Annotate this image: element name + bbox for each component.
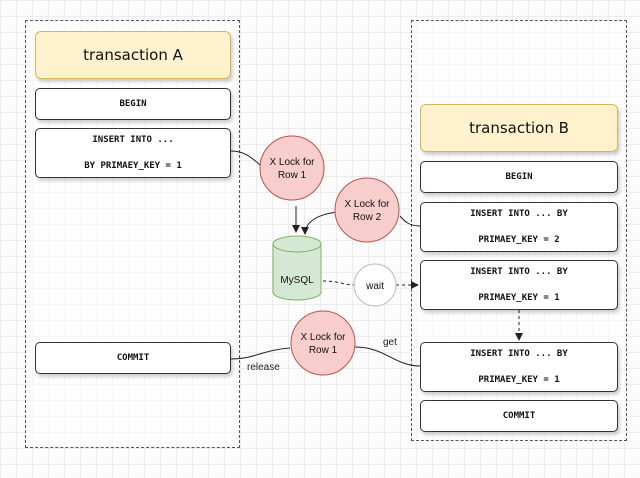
transaction-a-commit: COMMIT: [35, 342, 231, 374]
mysql-label: MySQL: [280, 275, 314, 286]
connector-insert-b-to-lock-row2: [399, 215, 421, 227]
lock-line-2: Row 1: [309, 345, 338, 356]
connector-insert-a-to-lock-row1: [230, 150, 261, 166]
transaction-b-begin: BEGIN: [420, 161, 618, 193]
insert-line-2: BY PRIMAEY_KEY = 1: [84, 161, 182, 171]
lock-row1-transaction-b: X Lock for Row 1: [290, 310, 356, 376]
lock-row2-transaction-b: X Lock for Row 2: [334, 177, 400, 243]
lock-line-2: Row 2: [353, 212, 382, 223]
connector-mysql-to-wait: [322, 280, 355, 286]
insert-line-1: INSERT INTO ... BY: [470, 209, 568, 219]
transaction-b-insert-key-1-granted: INSERT INTO ... BY PRIMAEY_KEY = 1: [420, 342, 618, 392]
transaction-a-insert: INSERT INTO ... BY PRIMAEY_KEY = 1: [35, 128, 231, 178]
lock-row1-transaction-a: X Lock for Row 1: [259, 135, 325, 201]
insert-line-1: INSERT INTO ... BY: [470, 349, 568, 359]
wait-node: wait: [353, 263, 397, 307]
commit-label: COMMIT: [116, 353, 150, 363]
lock-line-1: X Lock for: [269, 157, 315, 168]
insert-line-2: PRIMAEY_KEY = 1: [478, 293, 560, 303]
release-label: release: [247, 362, 280, 373]
begin-label: BEGIN: [119, 99, 147, 109]
lock-line-1: X Lock for: [344, 199, 390, 210]
begin-label: BEGIN: [505, 172, 533, 182]
connector-lock-row2-to-mysql: [301, 211, 339, 235]
lock-line-1: X Lock for: [300, 332, 346, 343]
connector-lock-to-insert-b: [354, 346, 421, 367]
connector-commit-a-to-lock: [230, 347, 291, 360]
transaction-a-begin: BEGIN: [35, 88, 231, 120]
commit-label: COMMIT: [502, 411, 536, 421]
mysql-database: MySQL: [272, 235, 322, 301]
transaction-b-commit: COMMIT: [420, 400, 618, 432]
transaction-a-title: transaction A: [35, 31, 231, 79]
insert-line-1: INSERT INTO ... BY: [470, 267, 568, 277]
get-label: get: [383, 337, 397, 348]
transaction-b-insert-key-1-waiting: INSERT INTO ... BY PRIMAEY_KEY = 1: [420, 260, 618, 310]
insert-line-1: INSERT INTO ...: [92, 135, 174, 145]
insert-line-2: PRIMAEY_KEY = 2: [478, 235, 560, 245]
wait-label: wait: [365, 281, 384, 292]
transaction-b-title: transaction B: [420, 104, 618, 152]
lock-line-2: Row 1: [278, 170, 307, 181]
insert-line-2: PRIMAEY_KEY = 1: [478, 375, 560, 385]
transaction-b-insert-key-2: INSERT INTO ... BY PRIMAEY_KEY = 2: [420, 202, 618, 252]
